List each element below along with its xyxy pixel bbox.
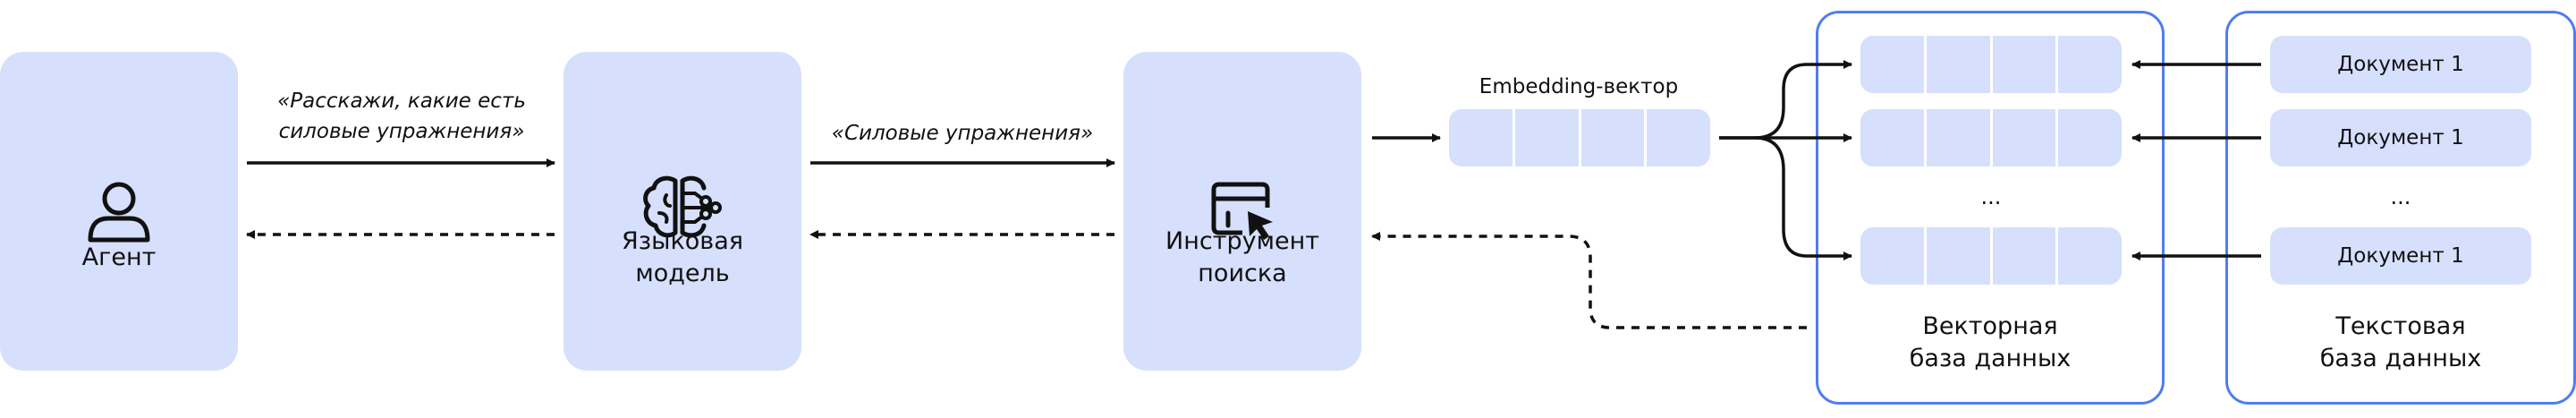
tool-query-caption: «Силовые упражнения» — [831, 122, 1094, 145]
search-tool-label: Инструмент поиска — [1165, 227, 1319, 287]
agent-label: Агент — [81, 243, 157, 271]
arrow-embedding-to-row-1 — [1719, 60, 1852, 140]
vector-db-ellipsis: ... — [1980, 184, 2002, 209]
browser-cursor-icon — [1211, 182, 1273, 240]
document-item: Документ 1 — [2270, 109, 2531, 166]
language-model-label: Языковая модель — [622, 227, 743, 287]
brain-icon — [643, 175, 722, 238]
document-item: Документ 1 — [2270, 227, 2531, 285]
user-icon — [88, 182, 150, 243]
embedding-label: Embedding-вектор — [1479, 75, 1679, 98]
agent-node: Агент — [0, 52, 238, 371]
vector-db-row — [1860, 227, 2122, 285]
vector-db-row — [1860, 36, 2122, 93]
arrow-db-to-tool — [1371, 232, 1807, 329]
language-model-node: Языковая модель — [564, 52, 801, 371]
search-tool-node: Инструмент поиска — [1123, 52, 1361, 371]
text-db-ellipsis: ... — [2390, 184, 2411, 209]
user-query-caption: «Расскажи, какие есть силовые упражнения… — [277, 90, 526, 143]
embedding-vector — [1449, 109, 1710, 166]
text-db-label: Текстовая база данных — [2319, 312, 2482, 372]
arrow-embedding-to-row-3 — [1754, 136, 1852, 260]
vector-db-row — [1860, 109, 2122, 166]
document-item: Документ 1 — [2270, 36, 2531, 93]
vector-db-label: Векторная база данных — [1909, 312, 2072, 372]
